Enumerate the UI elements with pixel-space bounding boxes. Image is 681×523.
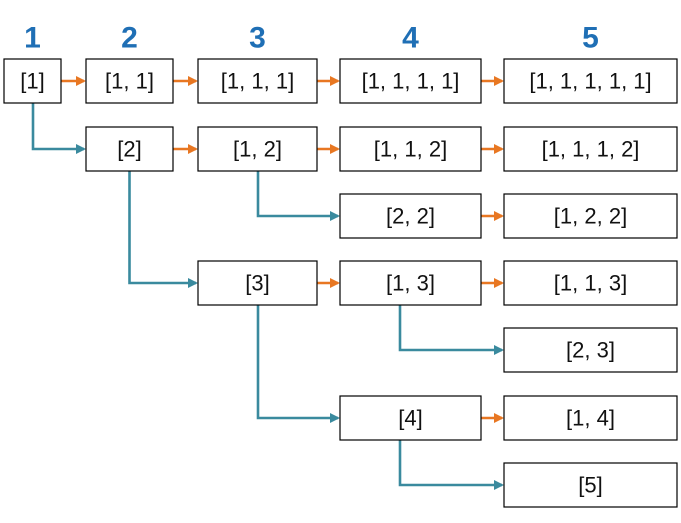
node-label: [1, 1, 1, 2] xyxy=(542,137,640,162)
node-box xyxy=(197,58,318,104)
node-label: [1, 2, 2] xyxy=(554,204,627,229)
node-box xyxy=(339,193,482,239)
node-label: [2, 2] xyxy=(386,204,435,229)
node-n23: [2, 3] xyxy=(503,327,678,373)
node-label: [1, 1, 3] xyxy=(554,271,627,296)
node-n14: [1, 4] xyxy=(503,395,678,441)
edge-increment-n12-to-n22 xyxy=(256,171,340,221)
column-header-4: 4 xyxy=(402,22,419,55)
node-n1: [1] xyxy=(3,58,62,104)
node-label: [1, 4] xyxy=(566,406,615,431)
edge-increment-n13-to-n23 xyxy=(398,305,504,355)
node-box xyxy=(503,126,678,172)
node-n13: [1, 3] xyxy=(339,260,482,306)
column-header-2: 2 xyxy=(121,22,138,55)
node-box xyxy=(339,395,482,441)
node-n111: [1, 1, 1] xyxy=(197,58,318,104)
node-box xyxy=(503,395,678,441)
column-headers: 1 2 3 4 5 xyxy=(24,22,599,55)
node-box xyxy=(3,58,62,104)
node-n122: [1, 2, 2] xyxy=(503,193,678,239)
edge-increment-n1-to-n2 xyxy=(31,103,86,154)
edge-increment-n3-to-n4 xyxy=(256,305,340,423)
node-label: [2] xyxy=(117,137,141,162)
node-n2: [2] xyxy=(85,126,174,172)
node-box xyxy=(503,260,678,306)
node-label: [5] xyxy=(578,473,602,498)
node-box xyxy=(339,58,482,104)
edges xyxy=(31,76,504,490)
node-label: [1] xyxy=(20,69,44,94)
node-box xyxy=(197,126,318,172)
node-label: [1, 1, 2] xyxy=(374,137,447,162)
node-label: [1, 2] xyxy=(233,137,282,162)
nodes: [1] [1, 1] [2] [1, 1, 1] [1, 2] [3] [1, 1, 1, … xyxy=(3,58,678,508)
node-n12: [1, 2] xyxy=(197,126,318,172)
node-label: [1, 1, 1] xyxy=(221,69,294,94)
node-box xyxy=(503,58,678,104)
node-label: [1, 3] xyxy=(386,271,435,296)
column-header-1: 1 xyxy=(24,22,41,55)
node-n22: [2, 2] xyxy=(339,193,482,239)
node-n1112: [1, 1, 1, 2] xyxy=(503,126,678,172)
node-box xyxy=(339,126,482,172)
node-n1111: [1, 1, 1, 1] xyxy=(339,58,482,104)
node-n11: [1, 1] xyxy=(85,58,174,104)
node-label: [3] xyxy=(245,271,269,296)
column-header-3: 3 xyxy=(249,22,266,55)
node-label: [4] xyxy=(398,406,422,431)
node-n4: [4] xyxy=(339,395,482,441)
node-label: [1, 1] xyxy=(105,69,154,94)
node-label: [1, 1, 1, 1, 1] xyxy=(529,69,651,94)
node-label: [2, 3] xyxy=(566,338,615,363)
node-box xyxy=(503,327,678,373)
column-header-5: 5 xyxy=(582,22,599,55)
node-box xyxy=(339,260,482,306)
node-n11111: [1, 1, 1, 1, 1] xyxy=(503,58,678,104)
edge-increment-n4-to-n5 xyxy=(398,440,504,490)
node-n113: [1, 1, 3] xyxy=(503,260,678,306)
node-n3: [3] xyxy=(197,260,318,306)
node-box xyxy=(85,126,174,172)
node-n5: [5] xyxy=(503,462,678,508)
node-box xyxy=(197,260,318,306)
node-box xyxy=(503,193,678,239)
node-n112: [1, 1, 2] xyxy=(339,126,482,172)
edge-increment-n2-to-n3 xyxy=(128,171,198,288)
node-label: [1, 1, 1, 1] xyxy=(362,69,460,94)
node-box xyxy=(503,462,678,508)
node-box xyxy=(85,58,174,104)
